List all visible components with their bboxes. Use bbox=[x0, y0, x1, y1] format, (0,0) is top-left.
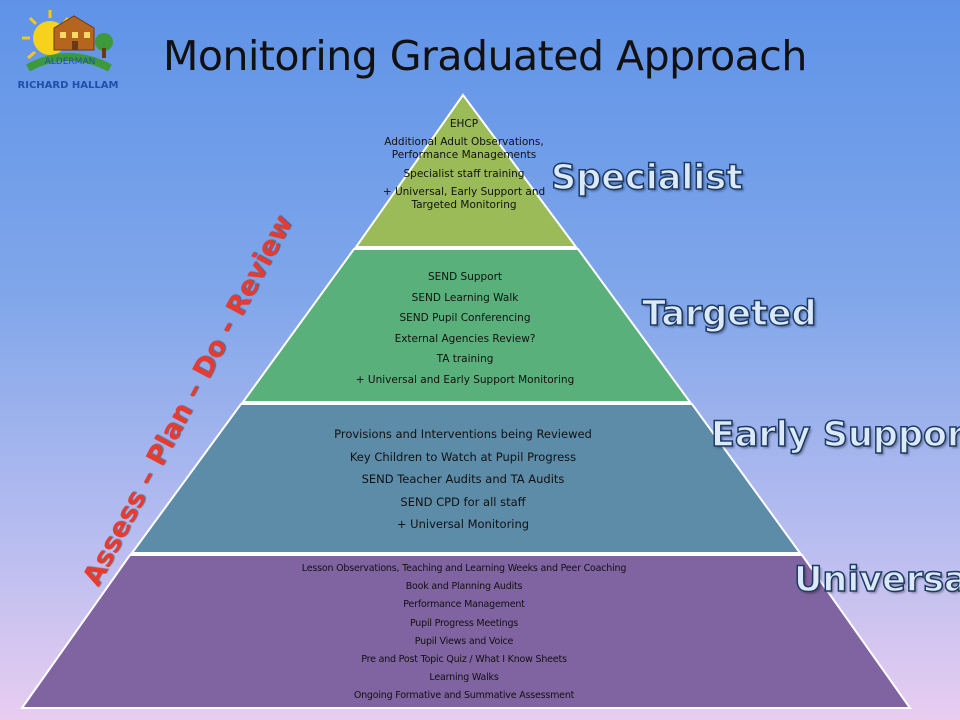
list-item: Targeted Monitoring bbox=[411, 199, 517, 211]
list-item: SEND Support bbox=[427, 271, 503, 283]
list-item: SEND CPD for all staff bbox=[400, 494, 526, 509]
list-item: Additional Adult Observations, bbox=[384, 136, 544, 148]
universal-items: Lesson Observations, Teaching and Learni… bbox=[264, 560, 664, 706]
school-logo: ALDERMAN RICHARD HALLAM bbox=[18, 10, 118, 91]
logo-top-text: ALDERMAN bbox=[45, 57, 96, 67]
tier-universal bbox=[20, 554, 912, 709]
tree-icon bbox=[95, 33, 113, 58]
list-item: External Agencies Review? bbox=[394, 332, 536, 345]
logo-bottom-text: RICHARD HALLAM bbox=[18, 80, 118, 91]
tier-label-early-support: Early Support bbox=[710, 414, 960, 456]
tier-label-specialist: Specialist bbox=[550, 157, 743, 199]
list-item: SEND Teacher Audits and TA Audits bbox=[361, 472, 565, 486]
list-item: Performance Management bbox=[403, 599, 525, 611]
specialist-items: EHCP Additional Adult Observations, Perf… bbox=[364, 118, 564, 212]
tier-early-support bbox=[130, 403, 802, 554]
tier-specialist bbox=[354, 93, 578, 248]
page-title: Monitoring Graduated Approach bbox=[163, 32, 807, 80]
list-item: + Universal, Early Support and bbox=[382, 186, 546, 198]
list-item: Lesson Observations, Teaching and Learni… bbox=[301, 563, 627, 574]
list-item: Performance Managements bbox=[391, 149, 537, 161]
list-item: TA training bbox=[436, 353, 494, 365]
list-item: Specialist staff training bbox=[403, 168, 525, 180]
list-item: Book and Planning Audits bbox=[405, 581, 523, 593]
list-item: Provisions and Interventions being Revie… bbox=[334, 427, 592, 441]
list-item: Pupil Progress Meetings bbox=[409, 617, 519, 629]
list-item: Learning Walks bbox=[429, 672, 499, 684]
list-item: EHCP bbox=[449, 118, 479, 130]
list-item: Ongoing Formative and Summative Assessme… bbox=[353, 690, 575, 702]
house-icon bbox=[53, 15, 95, 51]
list-item: + Universal and Early Support Monitoring bbox=[355, 373, 575, 386]
early-support-items: Provisions and Interventions being Revie… bbox=[283, 423, 643, 536]
list-item: Key Children to Watch at Pupil Progress bbox=[349, 449, 577, 464]
list-item: + Universal Monitoring bbox=[396, 517, 530, 531]
list-item: Pupil Views and Voice bbox=[414, 635, 514, 647]
list-item: Pre and Post Topic Quiz / What I Know Sh… bbox=[361, 654, 567, 666]
list-item: SEND Learning Walk bbox=[411, 291, 519, 304]
tier-label-universal: Universal bbox=[793, 559, 960, 601]
tier-targeted bbox=[241, 248, 692, 403]
tier-label-targeted: Targeted bbox=[641, 293, 817, 335]
targeted-items: SEND Support SEND Learning Walk SEND Pup… bbox=[330, 267, 600, 390]
list-item: SEND Pupil Conferencing bbox=[399, 312, 531, 324]
